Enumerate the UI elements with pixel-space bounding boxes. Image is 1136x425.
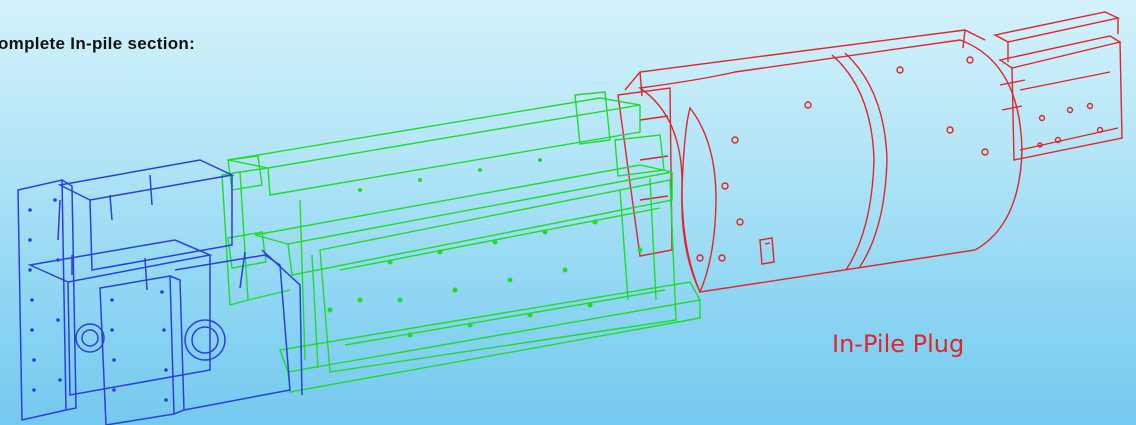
plug-inner-frame: [617, 87, 673, 257]
plug-top-rib: [624, 29, 986, 97]
diagram-title: omplete In-pile section:: [0, 34, 196, 53]
plug-rear-holes: [1037, 102, 1104, 148]
flange-assembly-drawing: [17, 159, 303, 425]
flange-bolts: [28, 198, 168, 402]
frame-back-posts: [227, 91, 665, 269]
flange-ports: [75, 319, 226, 361]
plug-holes: [696, 56, 989, 262]
frame-lower-beam: [254, 164, 673, 276]
in-pile-plug-label: In-Pile Plug: [832, 330, 965, 358]
plug-cylinder-body: [638, 39, 1023, 293]
plug-bracket: [759, 237, 775, 265]
in-pile-plug-drawing: [617, 11, 1123, 294]
plug-ring-joint: [831, 54, 875, 271]
flange-lower-box: [27, 239, 213, 396]
frame-front-plate: [319, 179, 677, 373]
flange-plate-left: [17, 179, 77, 421]
frame-holes: [327, 158, 643, 338]
central-frame-drawing: [221, 91, 702, 393]
plug-rear-rails: [992, 11, 1123, 161]
flange-plate-front: [99, 254, 291, 425]
flange-upper-box: [57, 159, 235, 271]
frame-dividers: [299, 177, 657, 369]
plug-front-face: [681, 106, 717, 294]
frame-upper-beam: [227, 97, 641, 196]
frame-bottom-tray: [279, 281, 702, 393]
flange-pipes: [57, 199, 303, 396]
plug-ring-joint-2: [844, 52, 888, 269]
